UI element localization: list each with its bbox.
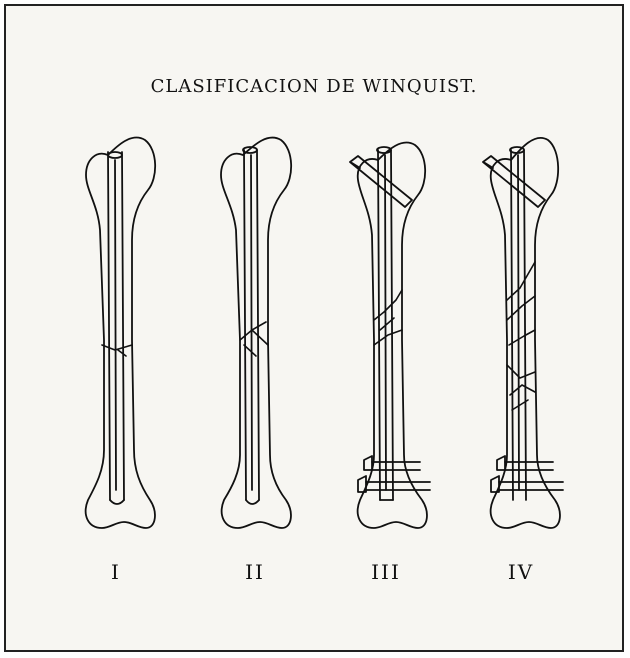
femur-type-4 bbox=[483, 138, 563, 528]
femur-type-2 bbox=[221, 138, 291, 528]
femur-type-1 bbox=[86, 138, 155, 528]
label-type-2: II bbox=[225, 560, 285, 584]
femur-type-3 bbox=[350, 143, 430, 528]
label-type-3: III bbox=[356, 560, 416, 584]
label-type-4: IV bbox=[491, 560, 551, 584]
label-type-1: I bbox=[86, 560, 146, 584]
